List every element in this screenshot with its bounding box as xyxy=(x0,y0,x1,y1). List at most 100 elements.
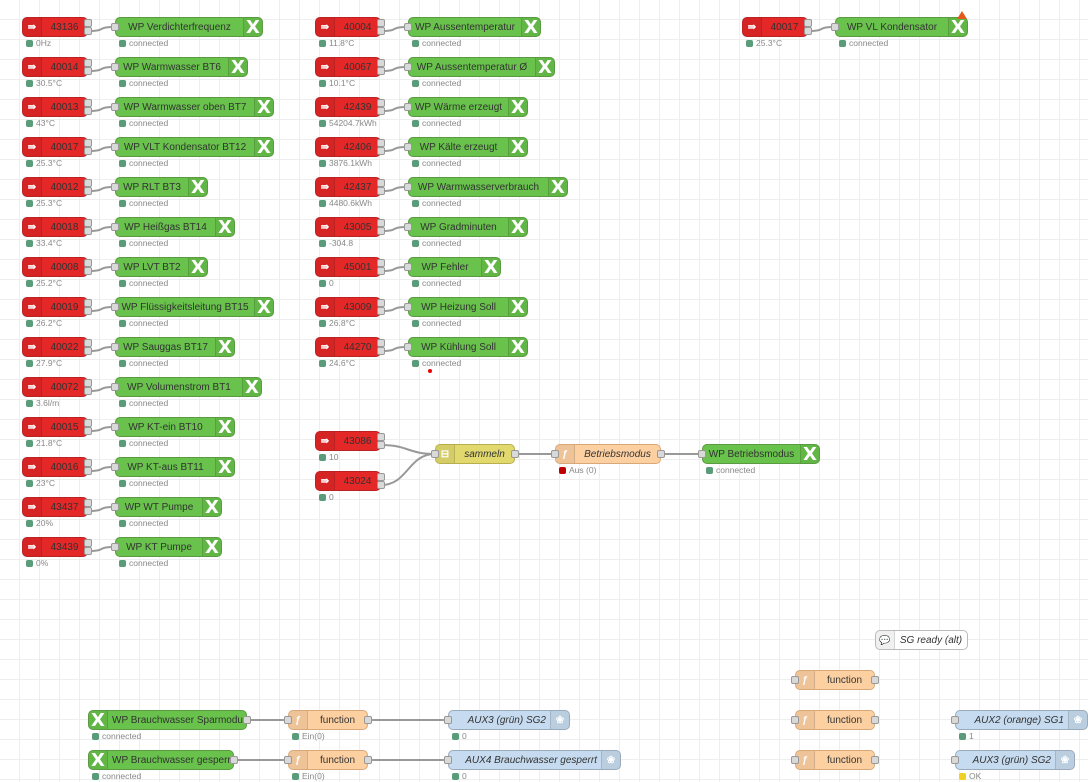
input-port[interactable] xyxy=(444,716,452,724)
modbus-read-node[interactable]: ⇛43136 xyxy=(22,17,88,37)
input-port[interactable] xyxy=(951,756,959,764)
input-port[interactable] xyxy=(404,23,412,31)
output-port[interactable] xyxy=(377,99,385,107)
gpio-out-node[interactable]: AUX3 (grün) SG2❀ xyxy=(955,750,1075,770)
modbus-read-node[interactable]: ⇛42439 xyxy=(315,97,381,117)
modbus-read-node[interactable]: ⇛40016 xyxy=(22,457,88,477)
input-port[interactable] xyxy=(111,343,119,351)
output-port[interactable] xyxy=(84,459,92,467)
output-port[interactable] xyxy=(84,467,92,475)
output-port[interactable] xyxy=(377,339,385,347)
wire[interactable] xyxy=(380,266,409,272)
output-port[interactable] xyxy=(804,19,812,27)
input-port[interactable] xyxy=(111,423,119,431)
modbus-read-node[interactable]: ⇛45001 xyxy=(315,257,381,277)
input-port[interactable] xyxy=(831,23,839,31)
wire[interactable] xyxy=(380,226,409,232)
input-port[interactable] xyxy=(404,223,412,231)
output-port[interactable] xyxy=(84,67,92,75)
output-port[interactable] xyxy=(377,59,385,67)
output-port[interactable] xyxy=(84,387,92,395)
wire[interactable] xyxy=(87,466,116,472)
output-port[interactable] xyxy=(377,307,385,315)
wire[interactable] xyxy=(807,26,836,32)
input-port[interactable] xyxy=(404,63,412,71)
input-port[interactable] xyxy=(698,450,706,458)
output-port[interactable] xyxy=(84,219,92,227)
output-port[interactable] xyxy=(377,107,385,115)
output-port[interactable] xyxy=(377,67,385,75)
modbus-read-node[interactable]: ⇛43437 xyxy=(22,497,88,517)
modbus-read-node[interactable]: ⇛40017 xyxy=(742,17,808,37)
input-port[interactable] xyxy=(284,756,292,764)
output-port[interactable] xyxy=(84,307,92,315)
modbus-read-node[interactable]: ⇛43005 xyxy=(315,217,381,237)
input-port[interactable] xyxy=(284,716,292,724)
wire[interactable] xyxy=(87,106,116,112)
output-port[interactable] xyxy=(377,27,385,35)
output-port[interactable] xyxy=(511,450,519,458)
output-port[interactable] xyxy=(84,299,92,307)
wire[interactable] xyxy=(380,306,409,312)
input-port[interactable] xyxy=(404,343,412,351)
output-port[interactable] xyxy=(84,547,92,555)
wire[interactable] xyxy=(87,386,116,392)
gpio-out-node[interactable]: AUX3 (grün) SG2❀ xyxy=(448,710,570,730)
output-port[interactable] xyxy=(84,139,92,147)
output-port[interactable] xyxy=(804,27,812,35)
wire[interactable] xyxy=(87,546,116,552)
wire[interactable] xyxy=(380,444,436,455)
modbus-read-node[interactable]: ⇛40015 xyxy=(22,417,88,437)
input-port[interactable] xyxy=(951,716,959,724)
wire[interactable] xyxy=(87,266,116,272)
output-port[interactable] xyxy=(84,147,92,155)
output-port[interactable] xyxy=(377,433,385,441)
output-port[interactable] xyxy=(84,499,92,507)
modbus-read-node[interactable]: ⇛40067 xyxy=(315,57,381,77)
input-port[interactable] xyxy=(431,450,439,458)
modbus-read-node[interactable]: ⇛40004 xyxy=(315,17,381,37)
output-port[interactable] xyxy=(243,716,251,724)
output-port[interactable] xyxy=(377,259,385,267)
input-port[interactable] xyxy=(404,263,412,271)
input-port[interactable] xyxy=(404,143,412,151)
modbus-read-node[interactable]: ⇛42406 xyxy=(315,137,381,157)
output-port[interactable] xyxy=(377,179,385,187)
wire[interactable] xyxy=(87,146,116,152)
wire[interactable] xyxy=(87,306,116,312)
gpio-out-node[interactable]: AUX2 (orange) SG1❀ xyxy=(955,710,1088,730)
input-port[interactable] xyxy=(111,463,119,471)
modbus-read-node[interactable]: ⇛42437 xyxy=(315,177,381,197)
wire[interactable] xyxy=(380,186,409,192)
input-port[interactable] xyxy=(551,450,559,458)
modbus-read-node[interactable]: ⇛40022 xyxy=(22,337,88,357)
input-port[interactable] xyxy=(404,303,412,311)
output-port[interactable] xyxy=(230,756,238,764)
output-port[interactable] xyxy=(364,716,372,724)
wire[interactable] xyxy=(380,146,409,152)
output-port[interactable] xyxy=(84,179,92,187)
output-port[interactable] xyxy=(377,347,385,355)
modbus-read-node[interactable]: ⇛43009 xyxy=(315,297,381,317)
output-port[interactable] xyxy=(364,756,372,764)
wire[interactable] xyxy=(380,106,409,112)
join-node[interactable]: ⊟sammeln xyxy=(435,444,515,464)
